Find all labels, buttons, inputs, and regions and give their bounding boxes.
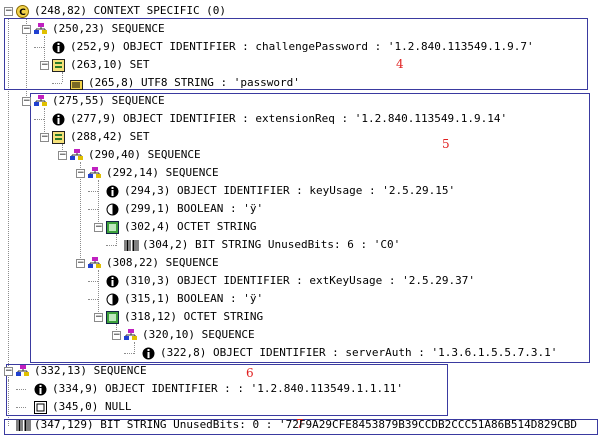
- sequence-tree-icon: [16, 364, 29, 378]
- collapse-toggle-icon[interactable]: −: [112, 329, 121, 340]
- tree-node[interactable]: − (332,13) SEQUENCE: [4, 362, 147, 380]
- collapse-toggle-icon[interactable]: −: [76, 167, 85, 178]
- collapse-toggle-icon[interactable]: −: [40, 131, 49, 142]
- set-icon: [52, 130, 65, 144]
- tree-node-label: (302,4) OCTET STRING: [124, 220, 257, 233]
- sequence-tree-icon: [124, 328, 137, 342]
- tree-node[interactable]: (347,129) BIT STRING UnusedBits: 0 : '72…: [4, 416, 577, 434]
- tree-node[interactable]: (277,9) OBJECT IDENTIFIER : extensionReq…: [34, 110, 508, 128]
- object-identifier-icon: [52, 113, 65, 126]
- tree-node[interactable]: (304,2) BIT STRING UnusedBits: 6 : 'C0': [106, 236, 401, 254]
- set-icon: [52, 58, 65, 72]
- annotation-number-4: 4: [396, 57, 404, 71]
- tree-node[interactable]: (322,8) OBJECT IDENTIFIER : serverAuth :…: [124, 344, 558, 362]
- sequence-tree-icon: [88, 256, 101, 270]
- context-c-icon: C: [16, 4, 29, 18]
- tree-node[interactable]: − (275,55) SEQUENCE: [22, 92, 165, 110]
- object-identifier-icon: [106, 185, 119, 198]
- collapse-toggle-icon[interactable]: −: [58, 149, 67, 160]
- annotation-box-4: [4, 18, 588, 90]
- octet-string-icon: [106, 310, 119, 324]
- annotation-box-6: [6, 364, 448, 416]
- tree-node[interactable]: − (288,42) SET: [40, 128, 149, 146]
- svg-text:C: C: [19, 8, 26, 18]
- annotation-box-5: [30, 93, 590, 363]
- octet-string-icon: [106, 220, 119, 234]
- collapse-toggle-icon[interactable]: −: [22, 95, 31, 106]
- tree-node[interactable]: (310,3) OBJECT IDENTIFIER : extKeyUsage …: [88, 272, 475, 290]
- tree-node-label: (345,0) NULL: [52, 400, 132, 413]
- sequence-tree-icon: [34, 22, 47, 36]
- tree-node[interactable]: (294,3) OBJECT IDENTIFIER : keyUsage : '…: [88, 182, 456, 200]
- object-identifier-icon: [34, 383, 47, 396]
- tree-node[interactable]: − (263,10) SET: [40, 56, 149, 74]
- collapse-toggle-icon[interactable]: −: [94, 311, 103, 322]
- tree-node-label: (310,3) OBJECT IDENTIFIER : extKeyUsage …: [124, 274, 475, 287]
- object-identifier-icon: [106, 275, 119, 288]
- null-icon: [34, 400, 47, 414]
- annotation-number-6: 6: [246, 366, 254, 380]
- tree-node[interactable]: −C (248,82) CONTEXT SPECIFIC (0): [4, 2, 226, 20]
- tree-node-label: (252,9) OBJECT IDENTIFIER : challengePas…: [70, 40, 534, 53]
- tree-node-label: (250,23) SEQUENCE: [52, 22, 165, 35]
- tree-node-label: (290,40) SEQUENCE: [88, 148, 201, 161]
- boolean-icon: [106, 293, 119, 306]
- bit-string-icon: [124, 239, 139, 252]
- utf8-string-icon: [70, 77, 83, 90]
- tree-node[interactable]: − (290,40) SEQUENCE: [58, 146, 201, 164]
- tree-node-label: (318,12) OCTET STRING: [124, 310, 264, 323]
- tree-node-label: (308,22) SEQUENCE: [106, 256, 219, 269]
- tree-node-label: (334,9) OBJECT IDENTIFIER : : '1.2.840.1…: [52, 382, 403, 395]
- tree-node-label: (265,8) UTF8 STRING : 'password': [88, 76, 300, 89]
- tree-node[interactable]: − (250,23) SEQUENCE: [22, 20, 165, 38]
- tree-node[interactable]: − (320,10) SEQUENCE: [112, 326, 255, 344]
- tree-node-label: (304,2) BIT STRING UnusedBits: 6 : 'C0': [142, 238, 401, 251]
- annotation-box-7: [4, 419, 598, 435]
- tree-node[interactable]: − (302,4) OCTET STRING: [94, 218, 256, 236]
- sequence-tree-icon: [70, 148, 83, 162]
- tree-node-label: (315,1) BOOLEAN : 'ÿ': [124, 292, 264, 305]
- tree-node-label: (294,3) OBJECT IDENTIFIER : keyUsage : '…: [124, 184, 456, 197]
- tree-node[interactable]: − (292,14) SEQUENCE: [76, 164, 219, 182]
- tree-node-label: (347,129) BIT STRING UnusedBits: 0 : '72…: [34, 418, 578, 431]
- tree-node[interactable]: (299,1) BOOLEAN : 'ÿ': [88, 200, 264, 218]
- tree-node[interactable]: (265,8) UTF8 STRING : 'password': [52, 74, 300, 92]
- object-identifier-icon: [52, 41, 65, 54]
- tree-node-label: (288,42) SET: [70, 130, 150, 143]
- boolean-icon: [106, 203, 119, 216]
- tree-node-label: (322,8) OBJECT IDENTIFIER : serverAuth :…: [160, 346, 558, 359]
- tree-node[interactable]: (252,9) OBJECT IDENTIFIER : challengePas…: [34, 38, 534, 56]
- tree-node-label: (277,9) OBJECT IDENTIFIER : extensionReq…: [70, 112, 508, 125]
- collapse-toggle-icon[interactable]: −: [4, 5, 13, 16]
- tree-node-label: (248,82) CONTEXT SPECIFIC (0): [34, 4, 227, 17]
- tree-node[interactable]: (334,9) OBJECT IDENTIFIER : : '1.2.840.1…: [16, 380, 403, 398]
- tree-node-label: (275,55) SEQUENCE: [52, 94, 165, 107]
- annotation-number-7: 7: [296, 417, 304, 431]
- tree-node[interactable]: (345,0) NULL: [16, 398, 132, 416]
- tree-node-label: (292,14) SEQUENCE: [106, 166, 219, 179]
- tree-node[interactable]: − (308,22) SEQUENCE: [76, 254, 219, 272]
- tree-node-label: (299,1) BOOLEAN : 'ÿ': [124, 202, 264, 215]
- sequence-tree-icon: [88, 166, 101, 180]
- tree-node-label: (320,10) SEQUENCE: [142, 328, 255, 341]
- tree-node-label: (332,13) SEQUENCE: [34, 364, 147, 377]
- collapse-toggle-icon[interactable]: −: [76, 257, 85, 268]
- collapse-toggle-icon[interactable]: −: [22, 23, 31, 34]
- annotation-number-5: 5: [442, 137, 450, 151]
- tree-node[interactable]: (315,1) BOOLEAN : 'ÿ': [88, 290, 264, 308]
- object-identifier-icon: [142, 347, 155, 360]
- collapse-toggle-icon[interactable]: −: [4, 365, 13, 376]
- tree-node[interactable]: − (318,12) OCTET STRING: [94, 308, 263, 326]
- collapse-toggle-icon[interactable]: −: [40, 59, 49, 70]
- bit-string-icon: [16, 419, 31, 432]
- collapse-toggle-icon[interactable]: −: [94, 221, 103, 232]
- sequence-tree-icon: [34, 94, 47, 108]
- tree-node-label: (263,10) SET: [70, 58, 150, 71]
